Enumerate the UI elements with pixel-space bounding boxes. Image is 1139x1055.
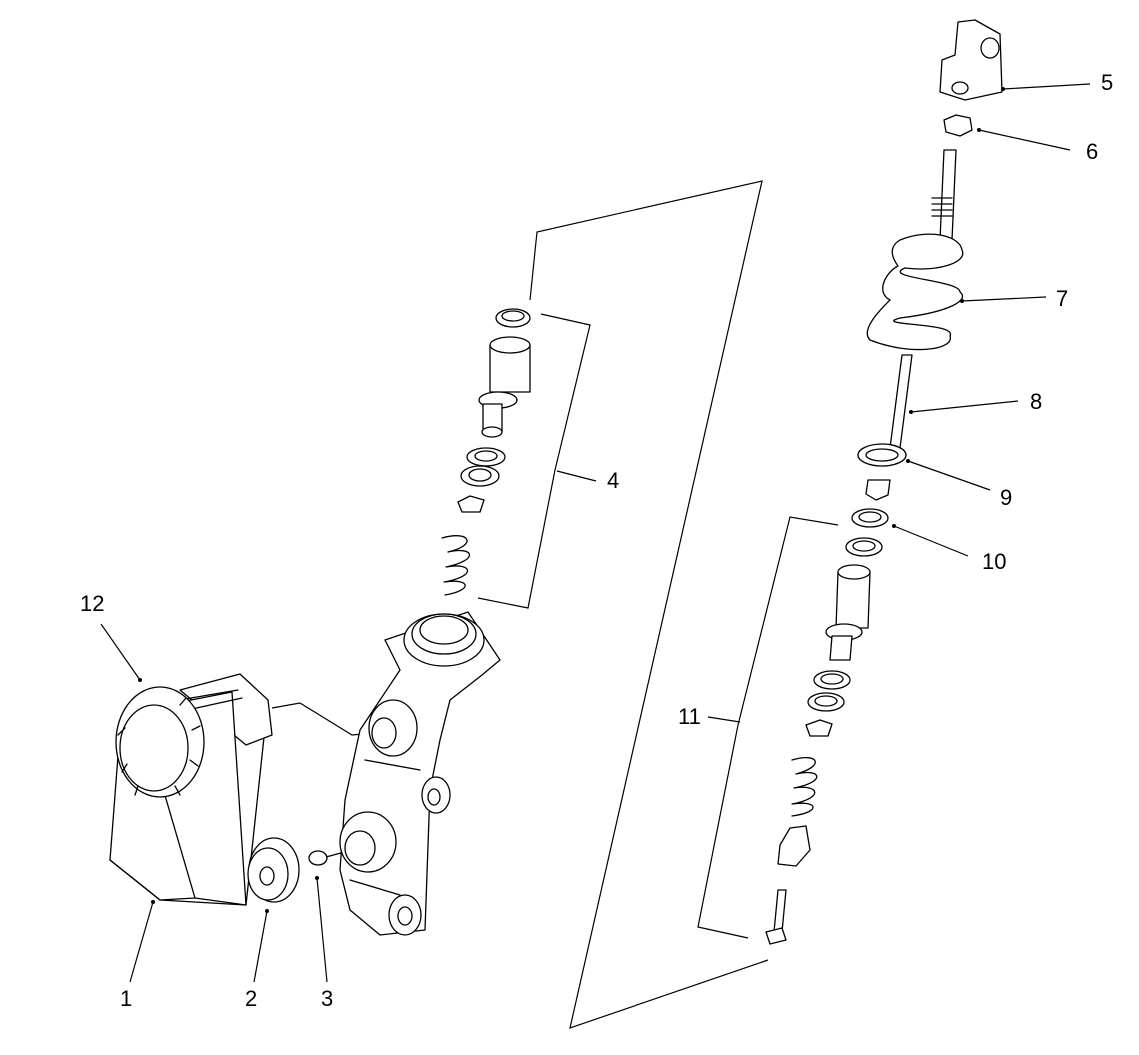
callout-3: 3 <box>321 986 334 1011</box>
part-reservoir <box>109 673 273 906</box>
callout-2: 2 <box>245 986 258 1011</box>
part-grommet <box>247 837 300 903</box>
callout-7: 7 <box>1056 286 1069 311</box>
part-9-circlip <box>857 443 907 501</box>
part-5-clevis <box>939 19 1003 101</box>
callout-1: 1 <box>120 986 133 1011</box>
callout-9: 9 <box>1000 485 1013 510</box>
part-cylinder-body <box>339 611 501 936</box>
callout-6: 6 <box>1086 139 1099 164</box>
assembly-guide-lines <box>529 180 769 1029</box>
leader-lines <box>100 83 1091 983</box>
callout-10: 10 <box>982 549 1007 574</box>
callout-4: 4 <box>607 468 620 493</box>
callout-11: 11 <box>678 704 701 729</box>
part-6-nut <box>943 114 973 137</box>
callout-12: 12 <box>80 591 105 616</box>
part-10-seal <box>851 508 889 528</box>
part-11-piston-assembly <box>697 516 883 945</box>
callout-5: 5 <box>1101 70 1114 95</box>
part-7-boot-and-pushrod <box>866 149 964 449</box>
part-4-piston-assembly <box>441 308 591 609</box>
callout-8: 8 <box>1030 389 1043 414</box>
